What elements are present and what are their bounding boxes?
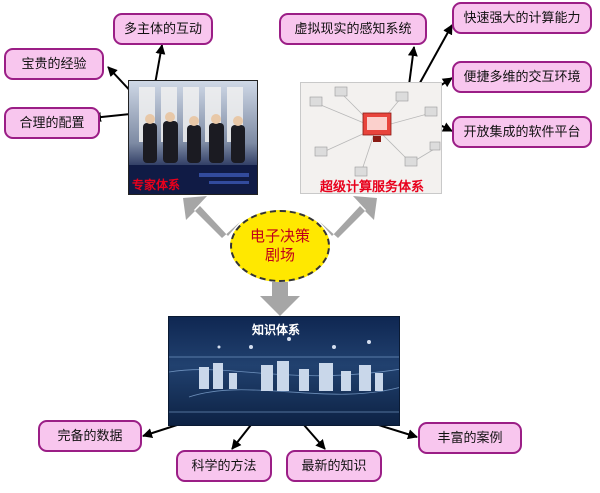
knowledge-feature-cases: 丰富的案例 [418,422,522,454]
data-flow-illustration [169,337,399,413]
computing-feature-power: 快速强大的计算能力 [452,2,592,34]
gray-arrow-to-knowledge [260,282,300,316]
knowledge-feature-method: 科学的方法 [176,450,272,482]
expert-meeting-illustration [129,87,257,194]
expert-photo [128,80,258,195]
center-label-line2: 剧场 [264,246,295,264]
expert-feature-configuration: 合理的配置 [4,107,100,139]
gray-arrow-to-supercomputing [320,196,377,238]
knowledge-photo [168,316,400,426]
knowledge-caption: 知识体系 [252,323,301,337]
knowledge-feature-data: 完备的数据 [38,420,142,452]
expert-feature-experience: 宝贵的经验 [4,48,104,80]
center-label-line1: 电子决策 [249,227,310,246]
knowledge-feature-latest: 最新的知识 [286,450,382,482]
network-illustration [309,86,441,177]
decision-theater-node: 电子决策 剧场 [230,210,330,282]
computing-feature-software: 开放集成的软件平台 [452,116,592,148]
supercomputing-photo [300,82,442,194]
computing-feature-vr: 虚拟现实的感知系统 [279,13,427,45]
gray-arrow-to-expert [183,196,240,238]
supercomputing-caption: 超级计算服务体系 [320,180,425,195]
expert-caption: 专家体系 [132,178,181,192]
computing-feature-interaction: 便捷多维的交互环境 [452,61,592,93]
expert-feature-interaction: 多主体的互动 [113,13,213,45]
